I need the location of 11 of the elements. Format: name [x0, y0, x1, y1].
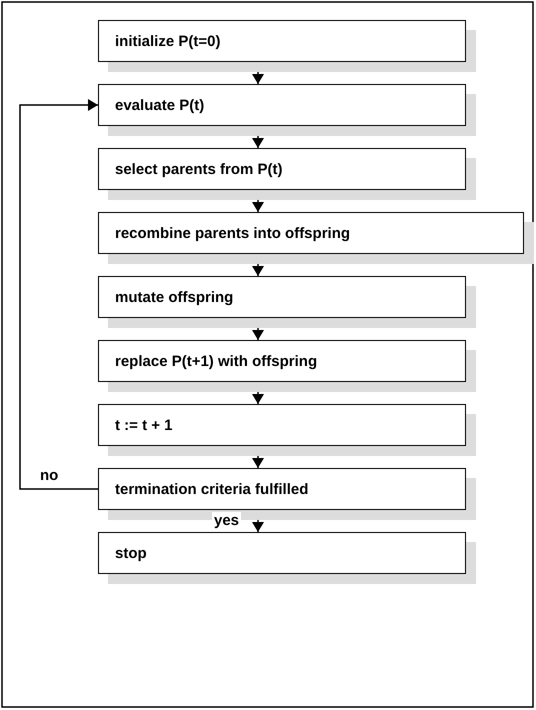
step-text: stop [115, 544, 147, 562]
step-text: replace P(t+1) with offspring [115, 352, 318, 370]
step-text: termination criteria fulfilled [115, 480, 308, 498]
step-text: recombine parents into offspring [115, 224, 350, 242]
step-text: t := t + 1 [115, 416, 173, 434]
step-text: evaluate P(t) [115, 96, 204, 114]
step-text: initialize P(t=0) [115, 32, 220, 50]
step-text: mutate offspring [115, 288, 234, 306]
step-text: select parents from P(t) [115, 160, 283, 178]
arrow [19, 99, 98, 490]
edge-label: yes [212, 512, 242, 529]
